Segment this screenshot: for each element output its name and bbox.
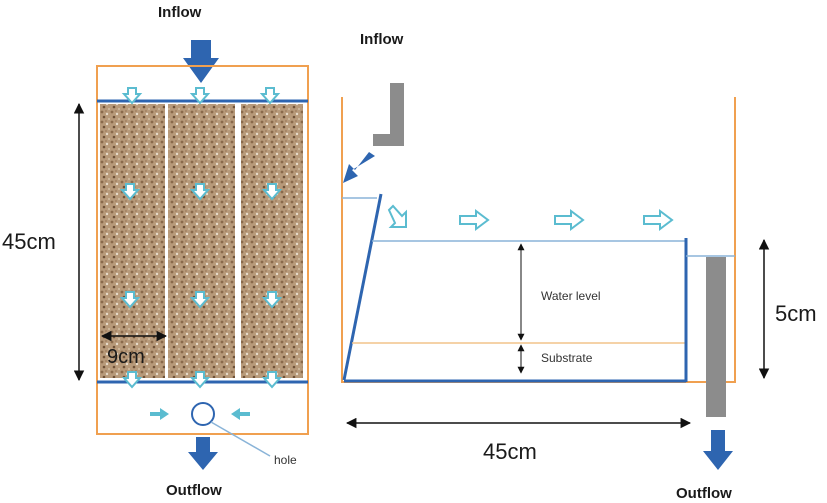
left-tank-frame	[96, 65, 309, 435]
horizontal-flow-arrows	[387, 204, 674, 231]
left-outflow-label: Outflow	[166, 482, 222, 499]
left-view: Inflow hole Outflow 45	[2, 4, 309, 499]
gravel-column-3	[241, 104, 303, 378]
length-dimension-label: 45cm	[483, 439, 537, 464]
water-level-label: Water level	[541, 289, 601, 303]
substrate-label: Substrate	[541, 351, 593, 365]
right-outflow-label: Outflow	[676, 485, 732, 502]
hole-label: hole	[274, 453, 297, 467]
gravel-column-1	[100, 104, 165, 378]
right-outflow-arrow	[703, 430, 733, 470]
down-flow-arrows	[119, 87, 283, 389]
hole-leader-line	[210, 421, 271, 457]
collector-arrow-right	[150, 408, 169, 420]
sloped-wall	[342, 193, 383, 381]
width-dimension-label: 9cm	[107, 346, 145, 368]
gravel-column-2	[168, 104, 235, 378]
right-inflow-arrow	[343, 152, 375, 183]
collector-arrow-left	[231, 408, 250, 420]
inflow-pipe	[373, 83, 404, 146]
outflow-pipe	[706, 257, 726, 417]
height-dimension-label: 45cm	[2, 229, 56, 254]
left-inflow-label: Inflow	[158, 4, 202, 21]
right-view: Inflow Water level Substrate 5cm 45cm Ou…	[341, 31, 817, 502]
left-inflow-arrow	[183, 40, 219, 83]
outlet-hole	[191, 402, 215, 426]
right-inflow-label: Inflow	[360, 31, 404, 48]
left-outflow-arrow	[188, 437, 218, 470]
depth-dimension-label: 5cm	[775, 301, 817, 326]
